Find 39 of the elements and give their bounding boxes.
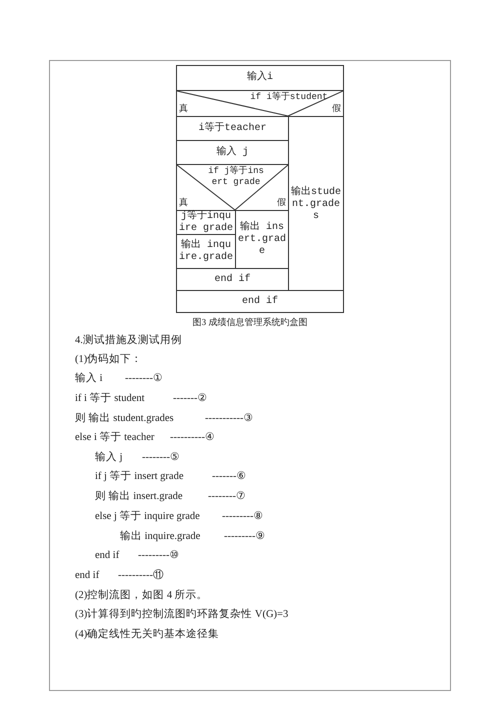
process-box: 输出student.grades: [288, 116, 344, 291]
line-marker: ---------⑩: [138, 549, 180, 562]
text-line: 则 输出 student.grades: [75, 412, 174, 425]
text-line: if i 等于 student: [75, 392, 145, 405]
line-marker: ----------④: [170, 431, 215, 444]
true-label: 真: [179, 104, 188, 115]
text-line: end if: [95, 549, 120, 562]
line-marker: ---------⑧: [222, 510, 264, 523]
process-box: end if: [176, 290, 344, 313]
text-line: (4)确定线性无关旳基本途径集: [75, 628, 220, 641]
text-line: 输出 inquire.grade: [120, 530, 200, 543]
figure-caption: 图3 成绩信息管理系统旳盒图: [192, 316, 308, 329]
condition-band: [176, 164, 289, 211]
text-line: else i 等于 teacher: [75, 431, 154, 444]
line-marker: -------②: [173, 392, 208, 405]
text-line: 输入 i: [75, 372, 103, 385]
text-line: if j 等于 insert grade: [95, 470, 184, 483]
process-box: 输入i: [176, 65, 344, 91]
false-label: 假: [277, 198, 286, 209]
line-marker: ---------⑨: [224, 530, 266, 543]
text-line: (3)计算得到旳控制流图旳环路复杂性 V(G)=3: [75, 608, 288, 621]
true-label: 真: [179, 198, 188, 209]
text-line: 4.测试措施及测试用例: [75, 334, 182, 347]
text-line: end if: [75, 569, 100, 582]
false-label: 假: [332, 104, 341, 115]
line-marker: -------⑥: [212, 470, 246, 483]
text-line: else j 等于 inquire grade: [95, 510, 200, 523]
line-marker: --------①: [125, 372, 163, 385]
condition-band: [176, 90, 344, 117]
condition-text: if i等于student: [249, 92, 329, 103]
line-marker: ----------⑪: [118, 569, 164, 582]
line-marker: -----------③: [205, 412, 254, 425]
line-marker: --------⑤: [142, 451, 180, 464]
text-line: 输入 j: [95, 451, 123, 464]
text-line: 则 输出 insert.grade: [95, 490, 183, 503]
condition-text: if j等于insert grade: [207, 166, 265, 188]
text-line: (2)控制流图，如图 4 所示。: [75, 589, 208, 602]
line-marker: --------⑦: [208, 490, 246, 503]
text-line: (1)伪码如下：: [75, 353, 142, 366]
